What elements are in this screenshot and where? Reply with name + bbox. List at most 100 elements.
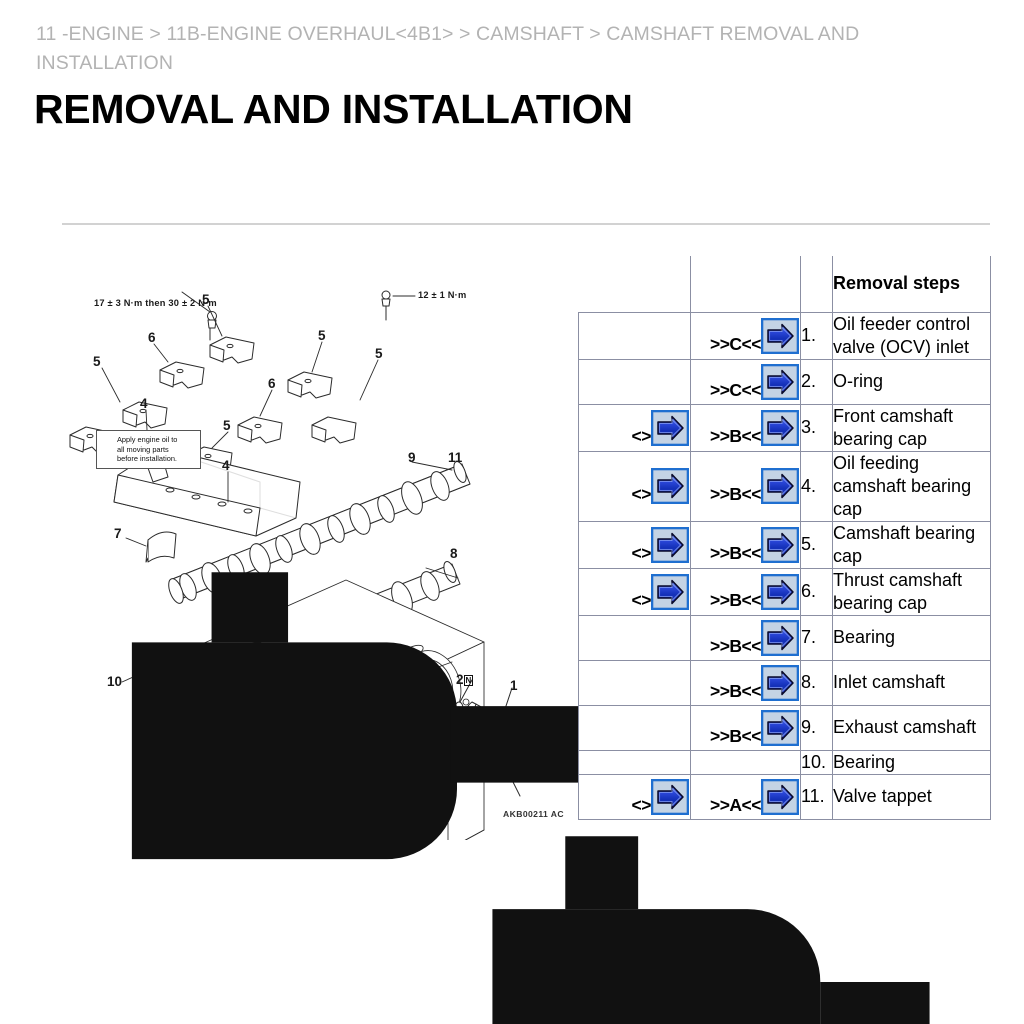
installation-marker-label: <> — [631, 794, 652, 815]
cell-step-number: 9. — [800, 704, 833, 751]
header-cell-number — [800, 256, 833, 312]
blue-arrow-icon[interactable] — [761, 526, 799, 563]
cell-step-number: 8. — [800, 659, 833, 706]
removal-marker-label: >>C<< — [709, 333, 762, 354]
torque-label-main: 17 ± 3 N·m then 30 ± 2 N·m — [94, 298, 217, 308]
table-row: <> >>B<< — [578, 450, 991, 522]
cell-step-description: Thrust camshaft bearing cap — [832, 567, 991, 616]
n-badge: N — [463, 674, 474, 686]
cell-removal-marker — [690, 749, 801, 775]
table-row: >>B<< 7.Bearing — [578, 614, 991, 661]
cell-step-description: Bearing — [832, 614, 991, 661]
header-cell-steps: Removal steps — [832, 256, 991, 313]
table-row: <> >>B<< — [578, 403, 991, 452]
cell-installation-marker[interactable]: <> — [578, 773, 691, 820]
blue-arrow-icon[interactable] — [651, 526, 689, 563]
table-row: >>B<< 8.Inlet camshaft — [578, 659, 991, 706]
callout-5c: 5 — [318, 328, 326, 343]
table-header-row: Removal steps — [578, 256, 991, 313]
table-row: >>C<< 1.Oil feeder control valve (OCV) i… — [578, 311, 991, 360]
cell-removal-marker[interactable]: >>B<< — [690, 704, 801, 751]
section-divider — [62, 223, 990, 225]
blue-arrow-icon[interactable] — [761, 363, 799, 400]
table-row: <> >>A<< — [578, 773, 991, 820]
cell-installation-marker[interactable]: <> — [578, 403, 691, 452]
cell-step-description: Front camshaft bearing cap — [832, 403, 991, 452]
removal-marker-label: >>A<< — [709, 794, 762, 815]
page-title: REMOVAL AND INSTALLATION — [34, 86, 633, 132]
cell-step-number: 5. — [800, 520, 833, 569]
blue-arrow-icon[interactable] — [761, 317, 799, 354]
table-body: Removal steps >>C<< 1.Oil feeder control… — [578, 256, 991, 820]
callout-6b: 6 — [268, 376, 276, 391]
blue-arrow-icon[interactable] — [761, 709, 799, 746]
cell-removal-marker[interactable]: >>A<< — [690, 773, 801, 820]
table-row: >>B<< 9.Exhaust camshaft — [578, 704, 991, 751]
blue-arrow-icon[interactable] — [761, 409, 799, 446]
cell-removal-marker[interactable]: >>C<< — [690, 311, 801, 360]
cell-removal-marker[interactable]: >>B<< — [690, 450, 801, 522]
blue-arrow-icon[interactable] — [651, 468, 689, 504]
cell-removal-marker[interactable]: >>B<< — [690, 567, 801, 616]
cell-step-number: 7. — [800, 614, 833, 661]
callout-2: 2 — [456, 672, 464, 687]
removal-marker-label: >>B<< — [709, 680, 762, 701]
callout-9: 9 — [408, 450, 416, 465]
cell-installation-marker — [578, 749, 691, 775]
cell-step-description: Inlet camshaft — [832, 659, 991, 706]
cell-step-description: Exhaust camshaft — [832, 704, 991, 751]
blue-arrow-icon[interactable] — [761, 664, 799, 701]
installation-marker-label: <> — [631, 425, 652, 446]
removal-marker-label: >>B<< — [709, 484, 762, 504]
cell-step-number: 11. — [800, 773, 833, 820]
cell-installation-marker[interactable]: <> — [578, 450, 691, 522]
callout-5a: 5 — [93, 354, 101, 369]
torque-label-right: 12 ± 1 N·m — [418, 290, 467, 300]
callout-5b: 5 — [202, 292, 210, 307]
cell-step-description: Oil feeder control valve (OCV) inlet — [832, 311, 991, 360]
callout-5d: 5 — [375, 346, 383, 361]
blue-arrow-icon[interactable] — [761, 573, 799, 610]
installation-marker-label: <> — [631, 589, 652, 610]
cell-removal-marker[interactable]: >>B<< — [690, 614, 801, 661]
cell-installation-marker — [578, 614, 691, 661]
blue-arrow-icon[interactable] — [651, 573, 689, 610]
exploded-view-figure: 17 ± 3 N·m then 30 ± 2 N·m 12 ± 1 N·m 10… — [60, 250, 930, 1024]
installation-marker-label: <> — [631, 484, 652, 504]
oil-application-note: Apply engine oil to all moving parts bef… — [96, 430, 579, 860]
removal-marker-label: >>B<< — [709, 542, 762, 563]
blue-arrow-icon[interactable] — [651, 409, 689, 446]
cell-removal-marker[interactable]: >>B<< — [690, 403, 801, 452]
table-row: 10.Bearing — [578, 749, 991, 775]
cell-installation-marker[interactable]: <> — [578, 520, 691, 569]
callout-7: 7 — [114, 526, 122, 541]
cell-step-description: Oil feeding camshaft bearing cap — [832, 450, 991, 522]
note-line-1: Apply engine oil to — [117, 435, 178, 444]
oil-can-icon-note — [131, 572, 579, 860]
header-cell-removal — [690, 256, 801, 312]
removal-steps-table: Removal steps >>C<< 1.Oil feeder control… — [578, 256, 991, 820]
cell-installation-marker — [578, 311, 691, 360]
removal-marker-label: >>B<< — [709, 725, 762, 746]
cell-installation-marker — [578, 704, 691, 751]
figure-id-code: AKB00211 AC — [503, 809, 564, 819]
oil-can-icon — [492, 836, 930, 1024]
callout-4a: 4 — [140, 396, 148, 411]
blue-arrow-icon[interactable] — [761, 619, 799, 656]
cell-step-number: 10. — [800, 749, 833, 775]
cell-removal-marker[interactable]: >>B<< — [690, 659, 801, 706]
cell-step-description: O-ring — [832, 358, 991, 405]
blue-arrow-icon[interactable] — [761, 468, 799, 504]
cell-removal-marker[interactable]: >>C<< — [690, 358, 801, 405]
cell-removal-marker[interactable]: >>B<< — [690, 520, 801, 569]
callout-11: 11 — [448, 450, 463, 465]
callout-4b: 4 — [222, 458, 230, 473]
blue-arrow-icon[interactable] — [761, 778, 799, 815]
callout-1: 1 — [510, 678, 518, 693]
blue-arrow-icon[interactable] — [651, 778, 689, 815]
cell-installation-marker[interactable]: <> — [578, 567, 691, 616]
header-cell-install — [578, 256, 691, 312]
table-row: >>C<< 2.O-ring — [578, 358, 991, 405]
